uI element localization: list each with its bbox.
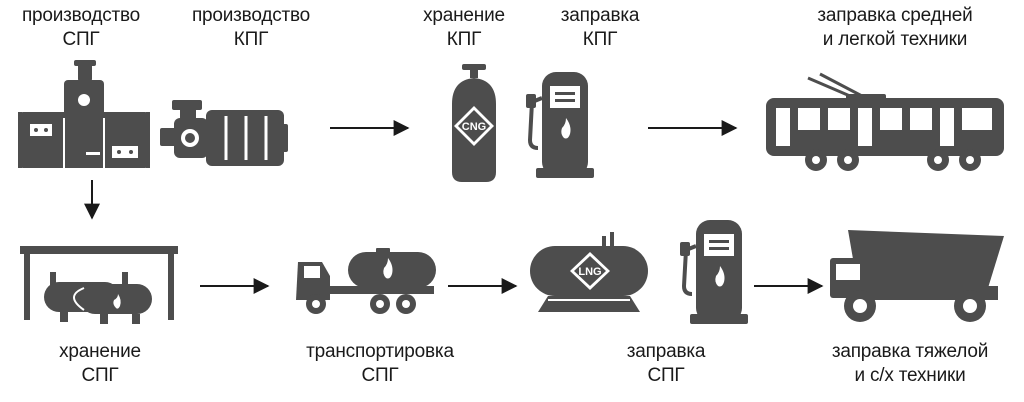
storage-tank-icon: [20, 246, 178, 324]
label-lng-storage: хранение СПГ: [59, 341, 141, 386]
trolleybus-icon: [766, 72, 1004, 171]
cng-badge-text: CNG: [462, 121, 486, 133]
label-light-vehicle-refueling: заправка средней и легкой техники: [817, 5, 973, 50]
tanker-truck-icon: [296, 248, 436, 314]
label-cng-storage: хранение КПГ: [423, 5, 505, 50]
label-lng-production: производство СПГ: [21, 5, 141, 50]
storage-tank-icon: LNG: [530, 232, 648, 312]
fuel-dispenser-icon: [526, 72, 594, 178]
label-lng-refueling: заправка СПГ: [626, 341, 706, 386]
label-lng-transport: транспортировка СПГ: [306, 341, 454, 386]
dump-truck-icon: [830, 230, 1004, 322]
label-heavy-vehicle-refueling: заправка тяжелой и с/х техники: [831, 341, 989, 386]
fuel-dispenser-icon: [680, 220, 748, 324]
gas-processing-plant-icon: [18, 60, 150, 168]
label-cng-production: производство КПГ: [191, 5, 311, 50]
lng-badge-text: LNG: [578, 266, 601, 278]
gas-cylinder-icon: CNG: [452, 64, 496, 182]
label-cng-refueling: заправка КПГ: [560, 5, 640, 50]
compressor-icon: [160, 100, 288, 166]
